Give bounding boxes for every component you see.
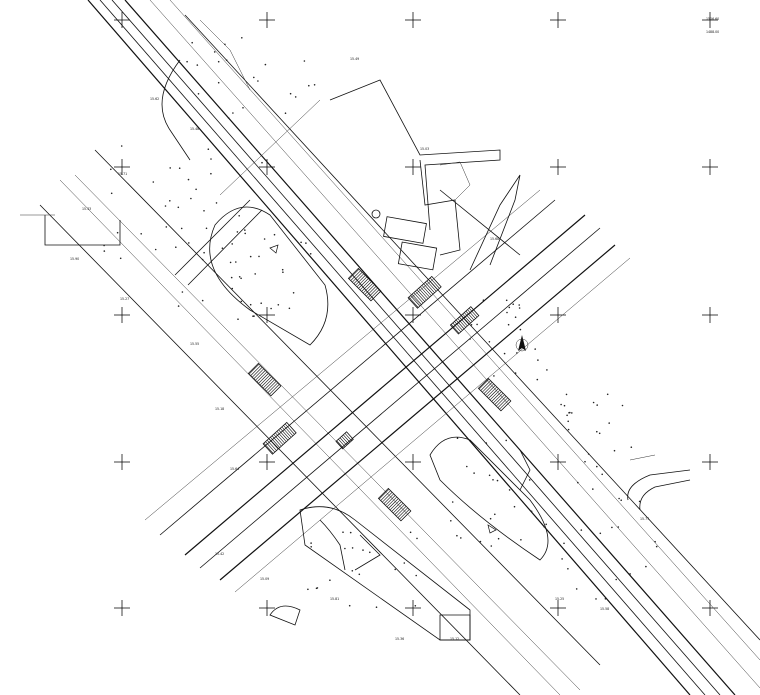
elevation-label: 15.49 <box>350 57 359 61</box>
crosswalk-block <box>477 377 512 412</box>
elevation-label: 15.58 <box>600 607 609 611</box>
elevation-labels: 15.62 15.48 15.71 15.33 15.90 15.27 15.55 15.18… <box>70 57 649 641</box>
island-bottom-left <box>299 506 471 641</box>
elevation-label: 15.48 <box>190 127 199 131</box>
elevation-label: 15.09 <box>260 577 269 581</box>
grid-cross-icon <box>550 159 566 175</box>
grid-cross-icon <box>405 454 421 470</box>
elevation-label: 15.33 <box>82 207 91 211</box>
grid-cross-icon <box>550 600 566 616</box>
crosswalk-block <box>335 431 354 450</box>
cross-road <box>144 189 631 593</box>
island-bottom-right <box>429 436 549 561</box>
grid-cross-icon <box>259 454 275 470</box>
crosswalk-block <box>377 487 412 522</box>
elevation-label: 15.25 <box>555 597 564 601</box>
elevation-label: 15.64 <box>230 467 239 471</box>
grid-cross-icon <box>702 454 718 470</box>
elevation-label: 15.81 <box>330 597 339 601</box>
elevation-label: 15.18 <box>215 407 224 411</box>
grid-cross-icon <box>259 307 275 323</box>
crosswalk-block <box>347 267 382 302</box>
crosswalk-hatches <box>247 267 512 522</box>
survey-points <box>103 37 658 608</box>
grid-cross-icon <box>259 12 275 28</box>
main-road <box>39 0 760 695</box>
grid-cross-icon <box>405 600 421 616</box>
grid-cross-icon <box>405 12 421 28</box>
crosswalk-block <box>407 275 442 309</box>
elevation-label: 15.36 <box>395 637 404 641</box>
grid-cross-icon <box>702 307 718 323</box>
crosswalk-block <box>262 421 297 455</box>
grid-cross-icon <box>550 12 566 28</box>
corner-note-1: 1506.60 <box>706 17 719 21</box>
north-arrow-icon <box>515 335 529 352</box>
grid-cross-icon <box>114 159 130 175</box>
grid-cross-icon <box>702 600 718 616</box>
buildings-top <box>329 79 521 271</box>
elevation-label: 15.55 <box>190 342 199 346</box>
crosswalk-block <box>247 362 282 397</box>
grid-cross-icons <box>114 12 718 616</box>
elevation-label: 15.77 <box>640 517 649 521</box>
elevation-label: 15.90 <box>70 257 79 261</box>
elevation-label: 15.71 <box>118 172 127 176</box>
corner-note-2: 1488.00 <box>706 30 719 34</box>
grid-cross-icon <box>114 307 130 323</box>
road-arrow-icons <box>269 244 497 534</box>
grid-cross-icon <box>114 454 130 470</box>
elevation-label: 15.03 <box>420 147 429 151</box>
grid-cross-icon <box>550 454 566 470</box>
grid-cross-icon <box>550 307 566 323</box>
grid-cross-icon <box>405 159 421 175</box>
oval-island <box>209 206 329 346</box>
elevation-label: 15.12 <box>450 637 459 641</box>
elevation-label: 15.68 <box>490 237 499 241</box>
grid-cross-icon <box>259 600 275 616</box>
elevation-label: 15.42 <box>215 552 224 556</box>
grid-cross-icon <box>114 600 130 616</box>
side-road <box>174 99 521 286</box>
grid-cross-icon <box>702 12 718 28</box>
bottom-islands <box>269 605 471 641</box>
crosswalk-block <box>449 306 480 335</box>
grid-cross-icon <box>702 159 718 175</box>
curved-road-right <box>627 454 691 511</box>
elevation-label: 15.27 <box>120 297 129 301</box>
elevation-label: 15.62 <box>150 97 159 101</box>
left-parcels <box>20 19 251 246</box>
